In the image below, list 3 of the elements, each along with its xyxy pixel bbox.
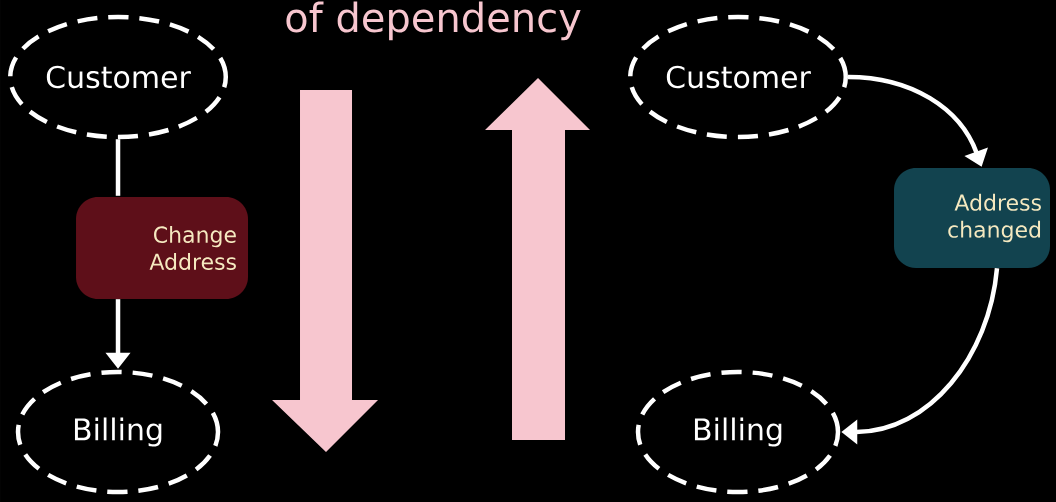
- label-blob: Change Address: [76, 197, 248, 299]
- label-blob: Address changed: [894, 168, 1050, 268]
- title: of dependency: [286, 1, 581, 41]
